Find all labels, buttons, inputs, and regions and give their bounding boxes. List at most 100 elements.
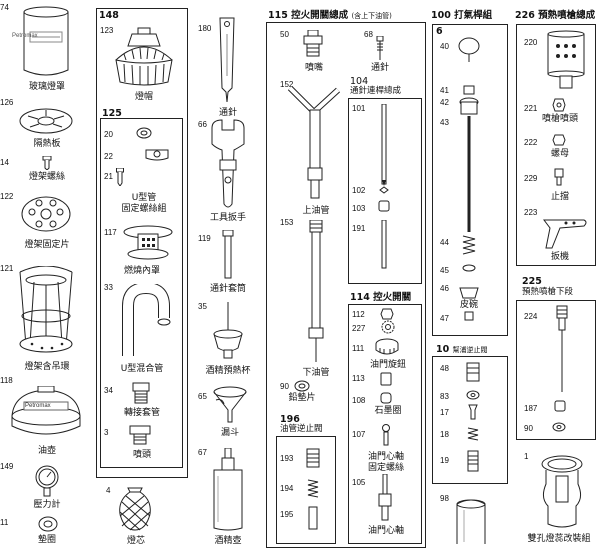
part-number: 90 (524, 424, 533, 433)
tool-wrench-icon (208, 118, 248, 210)
part-label: 燃燒內罩 (123, 266, 161, 276)
nozzle-icon (128, 424, 152, 446)
clip-icon (144, 148, 170, 162)
part-number: 14 (0, 158, 9, 167)
part-label: 止擋 (550, 192, 570, 202)
spring-icon (306, 478, 320, 500)
part-number: 48 (440, 364, 449, 373)
part-number: 149 (0, 462, 14, 471)
part-number: 45 (440, 266, 449, 275)
part-label: 漏斗 (220, 428, 240, 438)
part-number: 107 (352, 430, 366, 439)
washer-icon (552, 422, 566, 432)
part-number: 193 (280, 454, 294, 463)
part-number: 222 (524, 138, 538, 147)
group-header: 115 控火開關總成 (含上下油管) (268, 10, 392, 21)
group-115-box (266, 22, 426, 548)
hex-nut-icon (380, 308, 394, 320)
bushing-icon (554, 400, 566, 412)
nut-icon (552, 134, 566, 146)
part-label: U型管 固定螺絲組 (121, 193, 167, 214)
part-number: 68 (364, 30, 373, 39)
needle-icon (374, 36, 386, 62)
trigger-icon (540, 214, 590, 250)
needle-rod-icon (380, 104, 388, 186)
bushing-icon (378, 200, 390, 212)
lead-gasket-icon (294, 380, 310, 392)
preheat-lance-icon (554, 304, 570, 394)
part-number: 111 (352, 344, 365, 353)
part-label: 壓力計 (33, 500, 61, 510)
part-label: 燈架含吊環 (24, 362, 70, 372)
small-ring-icon (378, 186, 390, 194)
part-number: 195 (280, 510, 294, 519)
part-label: 酒精壺 (214, 536, 242, 546)
part-number: 229 (524, 174, 538, 183)
part-number: 121 (0, 264, 14, 273)
part-number: 42 (440, 98, 449, 107)
part-label: 墊圈 (37, 535, 57, 545)
part-number: 20 (104, 130, 113, 139)
retaining-ring-icon (136, 126, 152, 140)
part-label: 噴槍噴頭 (541, 114, 579, 124)
part-label: 雙孔燈蕊改裝組 (527, 534, 591, 544)
part-number: 90 (280, 382, 289, 391)
group-225-box (516, 300, 596, 440)
group-header: 10 幫浦逆止閥 (436, 344, 488, 355)
part-label: 通針套筒 (209, 284, 247, 294)
part-number: 194 (280, 484, 294, 493)
part-number: 22 (104, 152, 113, 161)
nozzle-tip-icon (302, 30, 324, 58)
part-number: 153 (280, 218, 294, 227)
part-number: 113 (352, 374, 365, 383)
part-number: 43 (440, 118, 449, 127)
part-number: 33 (104, 283, 113, 292)
bushing-icon (380, 372, 392, 386)
part-number: 119 (198, 234, 211, 243)
fuel-tank-icon (8, 386, 84, 440)
part-number: 21 (104, 172, 113, 181)
part-label: 通針 (370, 63, 390, 73)
group-226-box (516, 24, 596, 266)
spring-icon (466, 426, 480, 442)
preheat-torch-head-icon (544, 30, 588, 90)
rod-icon (380, 220, 388, 270)
upper-fuel-tube-icon (286, 82, 346, 200)
valve-seat-icon (466, 450, 480, 472)
pump-rod-icon (458, 36, 480, 326)
part-number: 126 (0, 98, 14, 107)
part-label: 石墨圈 (374, 406, 402, 416)
funnel-icon (212, 386, 248, 424)
throttle-knob-icon (374, 338, 400, 358)
part-label: 燈架固定片 (24, 240, 70, 250)
group-114-box (348, 304, 422, 544)
group-header: 148 (99, 10, 119, 21)
valve-pin-icon (306, 506, 320, 530)
part-number: 123 (100, 26, 114, 35)
part-number: 101 (352, 104, 366, 113)
part-label: 燈架螺絲 (28, 172, 66, 182)
group-header: 6 (436, 26, 443, 37)
part-number: 46 (440, 284, 449, 293)
part-label: 油門旋鈕 (369, 360, 407, 370)
part-label: 上油管 (302, 206, 330, 216)
part-label: 螺母 (550, 149, 570, 159)
star-washer-icon (380, 320, 396, 334)
screw-icon (116, 168, 124, 186)
part-number: 65 (198, 392, 207, 401)
part-label: 通針 (218, 108, 238, 118)
adapter-sleeve-icon (130, 382, 152, 404)
pump-cylinder-icon (454, 496, 488, 544)
part-number: 191 (352, 224, 366, 233)
part-number: 103 (352, 204, 366, 213)
spindle-screw-icon (380, 424, 392, 446)
screw-icon (42, 156, 52, 170)
frame-with-hanger-icon (12, 266, 80, 358)
lamp-cap-icon (112, 26, 176, 88)
group-148-box (96, 8, 188, 478)
preheat-cup-icon (208, 302, 248, 360)
part-number: 41 (440, 86, 449, 95)
part-number: 74 (0, 3, 9, 12)
lower-fuel-tube-icon (306, 220, 326, 364)
u-mixing-tube-icon (118, 284, 174, 358)
